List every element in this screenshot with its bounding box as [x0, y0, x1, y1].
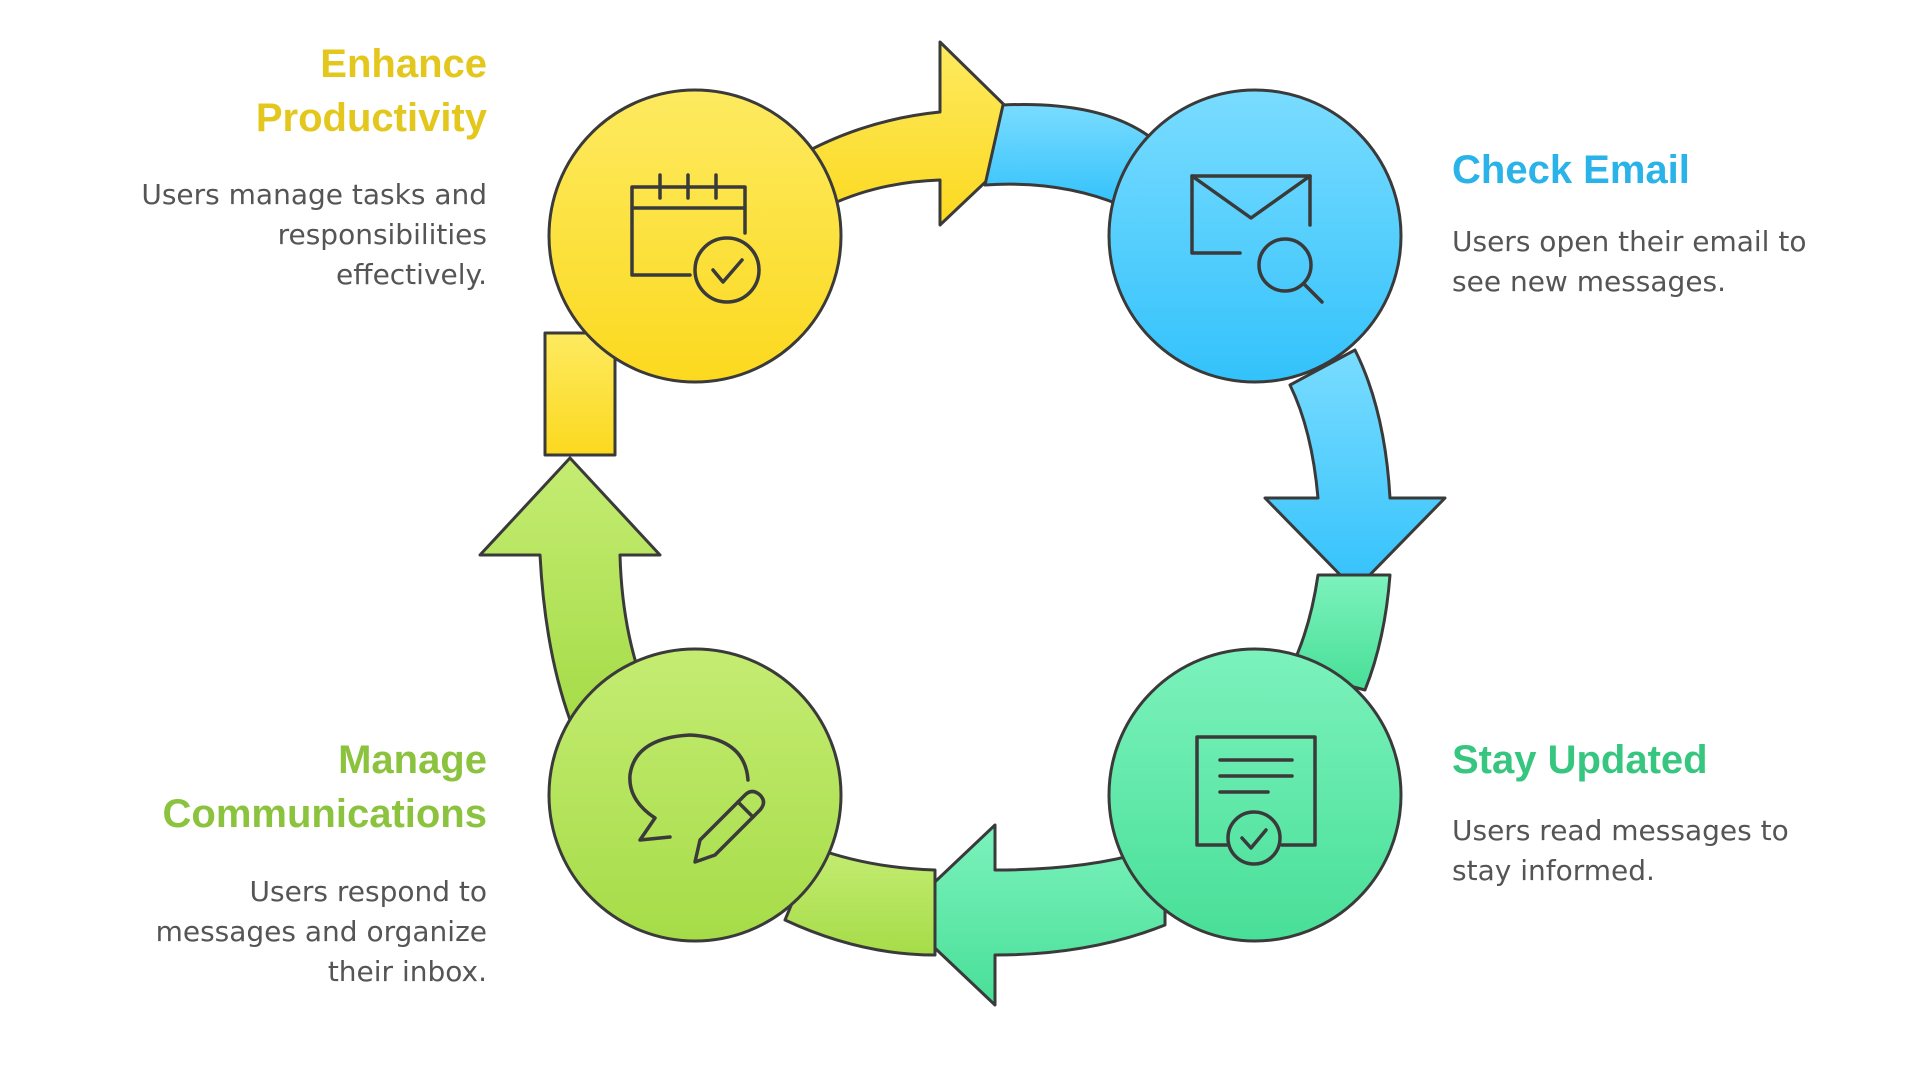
desc-line: effectively. [336, 258, 487, 291]
desc-line: see new messages. [1452, 265, 1727, 298]
step-desc-manage-communications: Users respond to messages and organize t… [100, 872, 487, 992]
circle-stay [1107, 647, 1403, 943]
circle-enhance [547, 88, 843, 384]
desc-line: stay informed. [1452, 854, 1655, 887]
desc-line: their inbox. [327, 955, 487, 988]
desc-line: Users respond to [249, 875, 487, 908]
chat-pencil-icon [628, 733, 766, 864]
title-line: Manage [338, 738, 487, 782]
arrow-yellow [543, 40, 1037, 457]
title-line: Productivity [255, 96, 487, 140]
circle-check [1107, 88, 1403, 384]
desc-line: Users read messages to [1452, 814, 1789, 847]
step-title-manage-communications: Manage Communications [100, 733, 487, 841]
arrow-blue [983, 103, 1447, 592]
desc-line: responsibilities [277, 218, 487, 251]
title-line: Enhance [320, 42, 487, 86]
step-title-enhance-productivity: Enhance Productivity [120, 37, 487, 145]
arrow-green [478, 456, 937, 957]
desc-line: Users manage tasks and [141, 178, 487, 211]
step-desc-stay-updated: Users read messages to stay informed. [1452, 811, 1872, 891]
step-title-check-email: Check Email [1452, 148, 1690, 192]
calendar-check-icon [630, 173, 761, 304]
desc-line: Users open their email to [1452, 225, 1807, 258]
document-check-icon [1195, 735, 1317, 866]
desc-line: messages and organize [155, 915, 487, 948]
circle-manage [547, 647, 843, 943]
step-title-stay-updated: Stay Updated [1452, 738, 1708, 782]
title-line: Communications [162, 792, 487, 836]
step-desc-enhance-productivity: Users manage tasks and responsibilities … [100, 175, 487, 295]
envelope-search-icon [1190, 174, 1324, 304]
step-desc-check-email: Users open their email to see new messag… [1452, 222, 1872, 302]
